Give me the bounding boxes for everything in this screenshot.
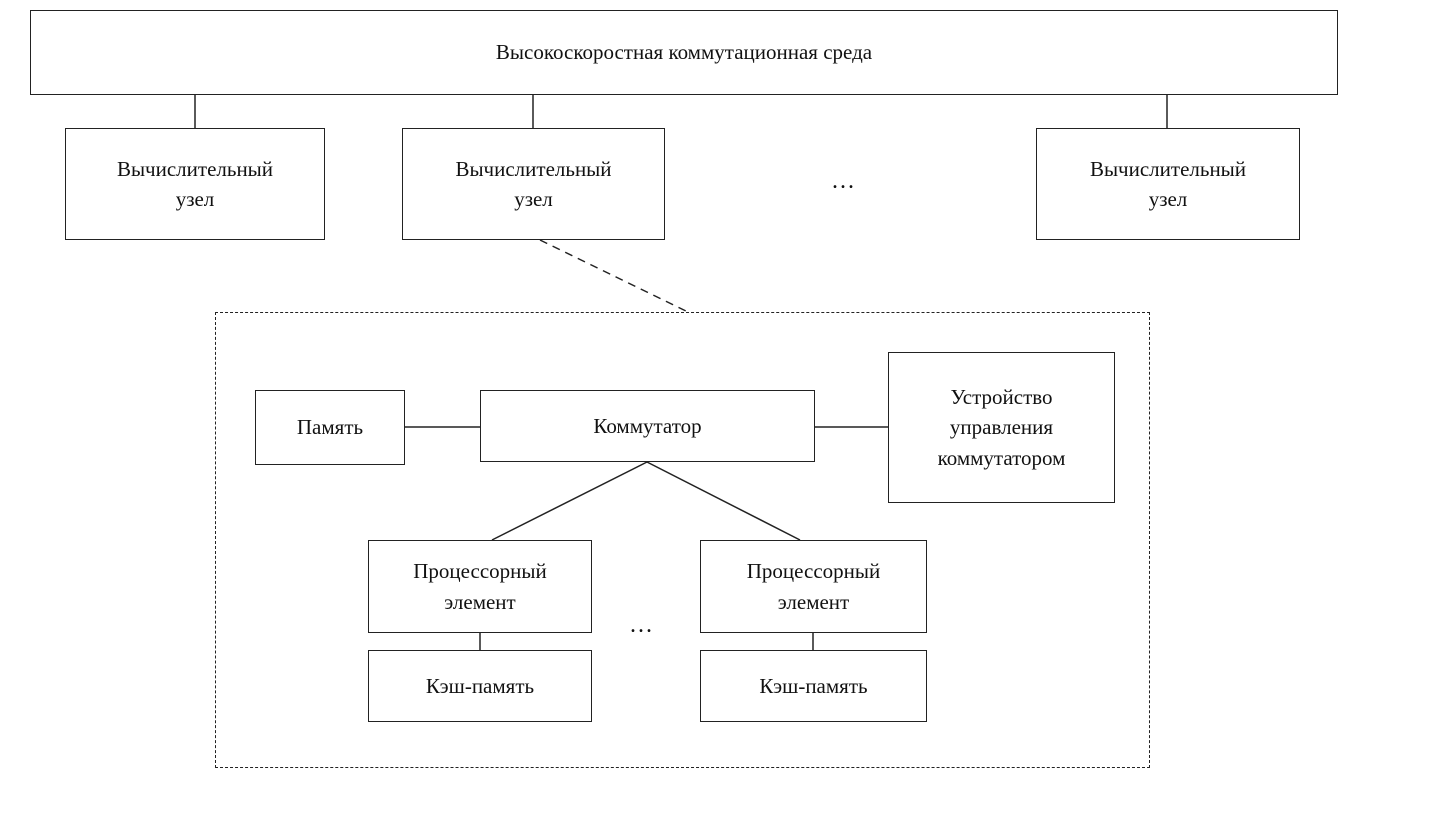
bus-box: Высокоскоростная коммутационная среда bbox=[30, 10, 1338, 95]
switch-controller-box: Устройство управления коммутатором bbox=[888, 352, 1115, 503]
bus-label: Высокоскоростная коммутационная среда bbox=[495, 40, 873, 65]
compute-node-box-3: Вычислительный узел bbox=[1036, 128, 1300, 240]
switch-controller-label: Устройство управления коммутатором bbox=[937, 384, 1066, 470]
processor-element-box-1: Процессорный элемент bbox=[368, 540, 592, 633]
cache-memory-box-2: Кэш-память bbox=[700, 650, 927, 722]
processor-element-box-2: Процессорный элемент bbox=[700, 540, 927, 633]
processors-ellipsis: ... bbox=[630, 612, 654, 638]
processor-element-label: Процессорный элемент bbox=[413, 559, 547, 614]
compute-node-label: Вычислительный узел bbox=[455, 156, 612, 211]
compute-node-label: Вычислительный узел bbox=[1089, 156, 1247, 211]
switch-box: Коммутатор bbox=[480, 390, 815, 462]
cache-memory-label: Кэш-память bbox=[759, 673, 868, 698]
compute-node-box-2: Вычислительный узел bbox=[402, 128, 665, 240]
cache-memory-label: Кэш-память bbox=[425, 673, 535, 698]
compute-node-label: Вычислительный узел bbox=[116, 156, 274, 211]
processor-element-label: Процессорный элемент bbox=[746, 559, 881, 614]
compute-node-box-1: Вычислительный узел bbox=[65, 128, 325, 240]
cache-memory-box-1: Кэш-память bbox=[368, 650, 592, 722]
memory-label: Память bbox=[296, 415, 364, 440]
switch-label: Коммутатор bbox=[593, 413, 702, 438]
memory-box: Память bbox=[255, 390, 405, 465]
nodes-ellipsis: ... bbox=[832, 168, 856, 194]
node2-detail-dashed-connector bbox=[539, 239, 689, 313]
